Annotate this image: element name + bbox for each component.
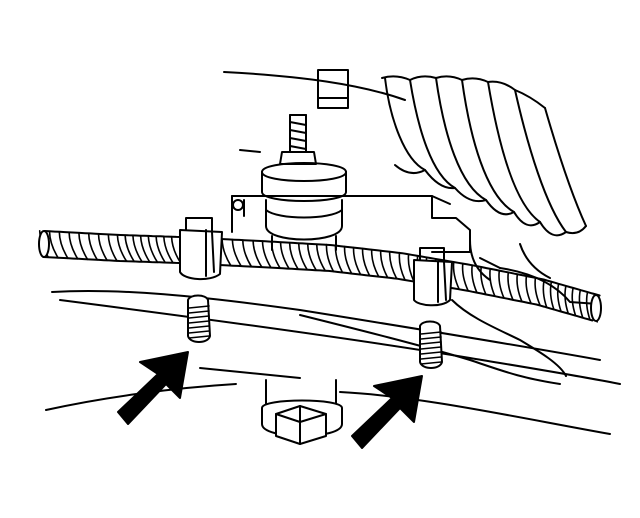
retainer-stud-right (419, 320, 443, 369)
harness-rib (556, 283, 562, 313)
stud-thread (188, 320, 210, 324)
harness-rib (48, 230, 59, 259)
harness-rib (388, 250, 398, 280)
harness-rib (571, 287, 577, 317)
harness-rib (68, 231, 79, 260)
harness-rib (564, 285, 570, 315)
harness-rib (370, 248, 380, 278)
harness-rib (288, 241, 299, 270)
harness-rib (87, 232, 99, 261)
harness-rib (525, 275, 532, 305)
harness-rib (398, 251, 406, 281)
locator-arrow-right (351, 375, 423, 449)
harness-rib (58, 231, 69, 260)
harness-rib (585, 291, 591, 321)
harness-rib (352, 246, 362, 276)
harness-rib (343, 245, 353, 275)
harness-rib (549, 280, 555, 311)
harness-rib (379, 249, 389, 279)
harness-rib (97, 233, 108, 262)
harness-rib (471, 264, 478, 294)
harness-rib (231, 238, 242, 267)
harness-rib (155, 235, 166, 264)
harness-rib (407, 253, 415, 283)
harness-rib (507, 271, 514, 301)
harness-rib (534, 277, 541, 307)
harness-rib (139, 234, 151, 263)
mount-bolt (261, 379, 343, 445)
boot-bellows (381, 75, 587, 281)
harness-rib (252, 239, 263, 268)
stud-thread (420, 356, 442, 360)
harness-end-cap (38, 230, 50, 258)
harness-rib (542, 278, 548, 309)
harness-rib (578, 289, 584, 319)
stud-thread (188, 310, 210, 314)
stud-thread (188, 315, 210, 319)
harness-rib (315, 243, 326, 272)
harness-rib (306, 242, 317, 271)
harness-rib (270, 240, 281, 269)
harness-rib (147, 235, 159, 264)
stud-thread (420, 331, 442, 335)
harness-clip-left (179, 217, 223, 280)
harness-rib (78, 232, 89, 261)
harness-rib (242, 239, 253, 268)
stud-thread (188, 305, 210, 309)
stud-thread (188, 325, 210, 329)
body-outline (45, 71, 621, 435)
stud-thread (188, 335, 210, 339)
mount-bracket (231, 195, 471, 253)
harness-rib (279, 241, 290, 270)
stud-thread (420, 351, 442, 355)
harness-rib (480, 266, 487, 296)
harness-rib (489, 268, 496, 297)
harness-rib (516, 273, 523, 303)
locator-arrow-left (117, 351, 189, 425)
harness-rib (116, 234, 128, 262)
harness-rib (361, 247, 371, 277)
harness-rib (334, 244, 344, 274)
stud-thread (420, 346, 442, 350)
harness-rib (163, 235, 174, 264)
stud-thread (188, 330, 210, 334)
harness-rib (261, 240, 272, 269)
isolator-mount (261, 114, 347, 251)
harness-rib (461, 262, 469, 292)
harness-rib (221, 238, 232, 267)
harness-rib (124, 234, 135, 263)
stud-thread (420, 336, 442, 340)
stud-thread (420, 361, 442, 365)
harness-rib (107, 233, 118, 262)
harness-edge-top (42, 256, 594, 322)
harness-rib (297, 242, 308, 271)
harness-rib (498, 269, 505, 299)
harness-rib (452, 261, 460, 291)
harness-rib (325, 243, 335, 273)
harness-edge-bottom (43, 230, 601, 297)
upper-fitting (317, 69, 349, 109)
harness-rib (132, 234, 143, 263)
retainer-stud-left (187, 294, 211, 343)
harness-end-cap (590, 294, 602, 322)
harness-clip-right (413, 247, 453, 307)
stud-thread (420, 341, 442, 345)
